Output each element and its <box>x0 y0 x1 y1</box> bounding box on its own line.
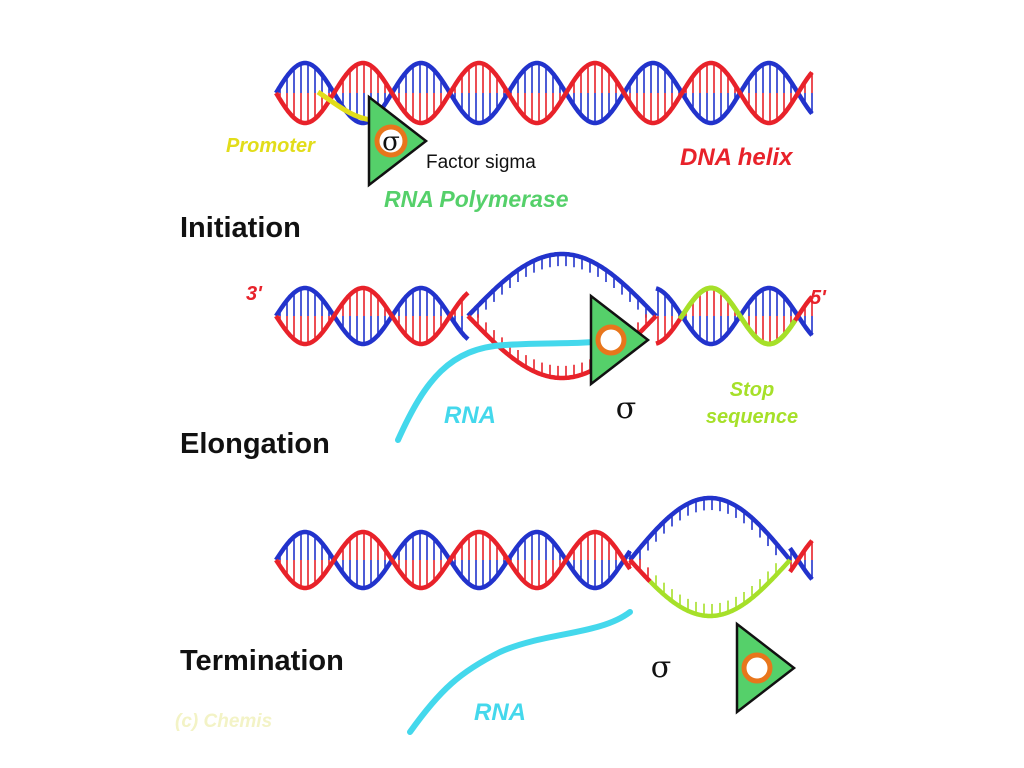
rna-strand-termination <box>407 609 633 735</box>
bubble-strand-bottom <box>628 558 652 583</box>
copyright-watermark: (c) Chemis <box>175 711 272 732</box>
elongation-title: Elongation <box>180 428 330 460</box>
elongation-panel: 3' 5' RNA σ Stop sequence Elongation <box>180 251 827 460</box>
dna-strand-blue <box>274 60 814 126</box>
dna-strand-red <box>274 285 470 347</box>
stop-sequence-strand <box>677 285 798 347</box>
bubble-strand-top <box>628 495 792 562</box>
sigma-factor-icon <box>741 652 773 684</box>
dna-strand-blue <box>274 285 470 347</box>
released-sigma-symbol: σ <box>651 650 671 685</box>
termination-panel: Termination σ RNA (c) Chemis <box>175 495 814 735</box>
dna-strand-blue <box>788 546 814 581</box>
termination-title: Termination <box>180 645 344 677</box>
transcription-bubble <box>466 251 658 381</box>
rna-polymerase-elongation <box>589 293 651 387</box>
sigma-factor-icon <box>374 124 408 158</box>
stop-sequence-strand <box>648 558 792 619</box>
stop-label: Stop <box>730 379 774 401</box>
sigma-factor-icon <box>595 324 627 356</box>
promoter-region <box>316 89 373 123</box>
rna-polymerase-released <box>735 621 797 715</box>
dna-helix-initiation <box>274 60 814 126</box>
promoter-label: Promoter <box>226 135 316 157</box>
rna-label-termination: RNA <box>474 699 526 726</box>
bubble-strand-top <box>466 251 658 318</box>
stop-sequence-region <box>677 285 798 347</box>
rna-label-elongation: RNA <box>444 402 496 429</box>
three-prime-label: 3' <box>246 283 263 305</box>
termination-bubble <box>628 495 792 619</box>
sigma-symbol: σ <box>382 127 400 157</box>
dna-helix-termination <box>274 529 814 591</box>
released-sigma-symbol: σ <box>616 391 636 426</box>
sequence-label: sequence <box>706 406 798 428</box>
dna-strand-red <box>274 529 632 591</box>
initiation-title: Initiation <box>180 212 301 244</box>
dna-strand-red <box>274 60 814 126</box>
dna-strand-red <box>788 539 814 574</box>
rna-strand-elongation <box>395 337 611 443</box>
dna-helix-elongation <box>274 285 814 347</box>
five-prime-label: 5' <box>810 287 827 309</box>
factor-sigma-label: Factor sigma <box>426 152 536 173</box>
rna-polymerase-initiation: σ <box>367 94 429 188</box>
rna-polymerase-label: RNA Polymerase <box>384 186 569 212</box>
dna-helix-label: DNA helix <box>680 144 794 171</box>
initiation-panel: σ Promoter Factor sigma DNA helix RNA Po… <box>180 60 814 244</box>
